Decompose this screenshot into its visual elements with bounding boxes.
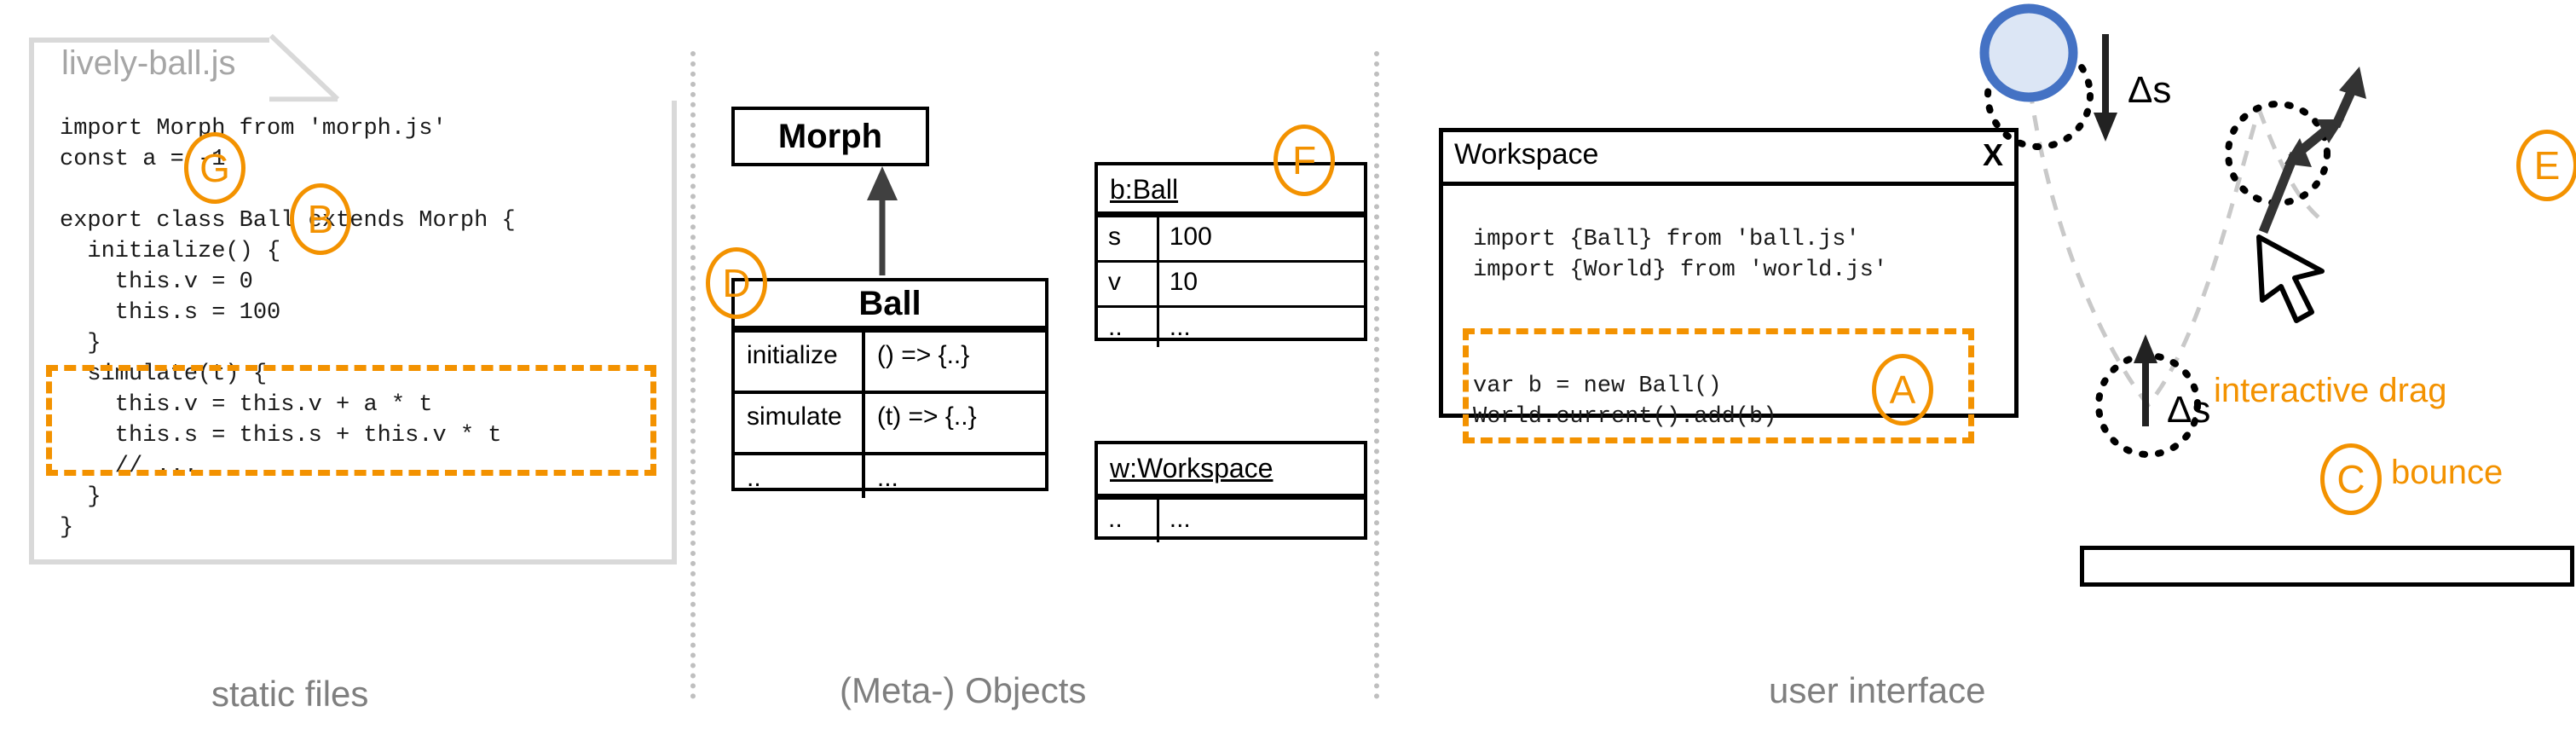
object-b-ball-header-text: b:Ball: [1110, 174, 1179, 205]
delta-s-label-up: Δs: [2167, 389, 2210, 431]
file-name-label: lively-ball.js: [61, 44, 236, 82]
object-w-workspace[interactable]: w:Workspace .. ...: [1095, 441, 1367, 542]
trajectory-path-drag: [2256, 108, 2320, 219]
object-b-ball-header: b:Ball: [1098, 165, 1364, 215]
table-row[interactable]: .. ...: [1098, 497, 1364, 542]
table-row[interactable]: initialize () => {..}: [735, 333, 1045, 391]
table-row[interactable]: simulate (t) => {..}: [735, 391, 1045, 452]
object-field-key: ..: [1098, 308, 1159, 347]
document-fold-icon: [269, 34, 339, 102]
ground-platform: [2080, 546, 2574, 587]
object-field-value: ...: [1169, 505, 1191, 533]
uml-class-ball[interactable]: Ball: [731, 278, 1048, 329]
badge-b[interactable]: B: [290, 183, 351, 255]
badge-d[interactable]: D: [706, 247, 767, 319]
divider-middle-right: [1374, 51, 1379, 699]
inheritance-arrow-icon: [867, 166, 898, 275]
ball-shape: [1979, 3, 2078, 102]
uml-member-name: simulate: [735, 394, 865, 452]
table-row[interactable]: .. ...: [1098, 305, 1364, 347]
highlight-box-simulate: [46, 365, 656, 476]
caption-static-files: static files: [211, 674, 369, 714]
cursor-icon: [2256, 234, 2325, 323]
uml-morph-title: Morph: [777, 117, 883, 155]
workspace-highlighted-code: var b = new Ball() World.current().add(b…: [1473, 373, 1777, 430]
object-field-value: 100: [1169, 223, 1212, 251]
object-field-key: s: [1098, 217, 1159, 260]
document-top-edge: [29, 38, 273, 43]
delta-s-arrow-up: [2134, 334, 2157, 426]
workspace-import-code: import {Ball} from 'ball.js' import {Wor…: [1473, 227, 1888, 283]
object-field-value: ...: [1169, 313, 1191, 341]
table-row[interactable]: .. ...: [735, 452, 1045, 498]
file-source-code: import Morph from 'morph.js' const a = -…: [60, 116, 516, 541]
uml-member-value: (t) => {..}: [876, 402, 977, 431]
uml-ball-members[interactable]: initialize () => {..} simulate (t) => {.…: [731, 329, 1048, 498]
label-interactive-drag: interactive drag: [2214, 372, 2447, 409]
uml-ball-title: Ball: [858, 284, 921, 322]
uml-member-name: initialize: [735, 333, 865, 391]
delta-s-arrow-down: [2094, 34, 2117, 142]
highlight-box-workspace-code: [1463, 328, 1974, 443]
object-w-workspace-header-text: w:Workspace: [1110, 453, 1274, 483]
uml-member-value: () => {..}: [876, 341, 970, 369]
badge-f[interactable]: F: [1274, 124, 1335, 196]
workspace-titlebar[interactable]: Workspace X: [1439, 128, 2019, 186]
uml-member-name: ..: [735, 455, 865, 498]
badge-g[interactable]: G: [184, 132, 245, 204]
divider-left-middle: [690, 51, 696, 699]
delta-s-label-down: Δs: [2128, 69, 2171, 111]
close-icon[interactable]: X: [1982, 136, 2003, 172]
uml-member-value: ...: [876, 464, 898, 492]
badge-c[interactable]: C: [2320, 443, 2382, 515]
object-w-workspace-header: w:Workspace: [1098, 444, 1364, 497]
label-bounce: bounce: [2391, 454, 2504, 491]
object-field-key: v: [1098, 263, 1159, 305]
ball-physics-scene: Δs Δs: [1979, 3, 2366, 458]
object-field-value: 10: [1169, 268, 1198, 296]
workspace-title: Workspace: [1454, 138, 1599, 171]
object-b-ball[interactable]: b:Ball s 100 v 10 .. ...: [1095, 162, 1367, 347]
caption-meta-objects: (Meta-) Objects: [840, 670, 1087, 710]
badge-a[interactable]: A: [1872, 354, 1933, 425]
caption-user-interface: user interface: [1769, 670, 1986, 710]
object-field-key: ..: [1098, 500, 1159, 542]
badge-e[interactable]: E: [2516, 130, 2576, 201]
table-row[interactable]: s 100: [1098, 215, 1364, 260]
table-row[interactable]: v 10: [1098, 260, 1364, 305]
document-page: [29, 38, 677, 564]
uml-class-morph[interactable]: Morph: [731, 107, 929, 166]
drag-path-arrows: [2258, 67, 2366, 234]
document-right-edge: [672, 101, 677, 564]
